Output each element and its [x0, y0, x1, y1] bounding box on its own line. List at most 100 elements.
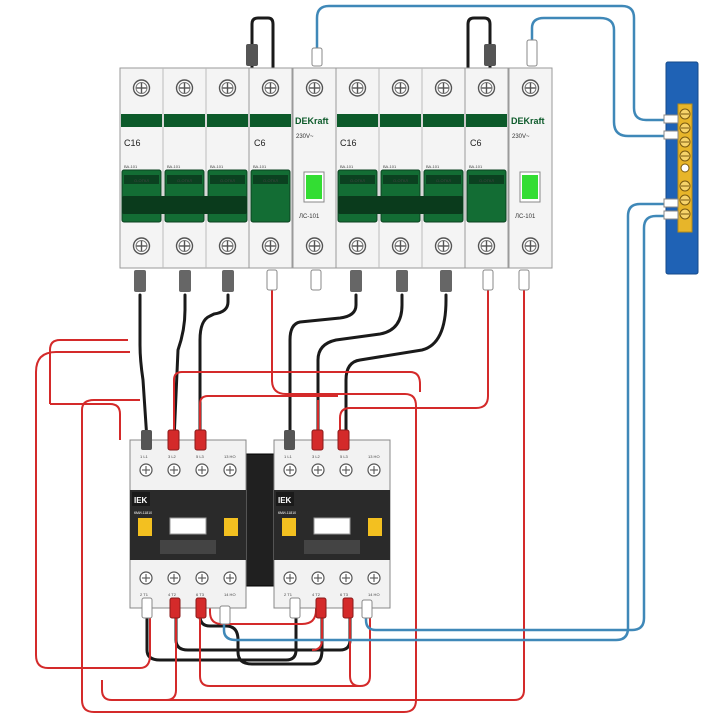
red-wire — [199, 395, 338, 440]
terminal-screw-icon — [175, 237, 194, 255]
contactor-plunger — [313, 517, 351, 535]
breaker-model: ВА-101 — [469, 164, 483, 169]
brand-name: DEKraft — [339, 116, 373, 126]
ferrule — [350, 270, 362, 292]
indicator-voltage: 230V~ — [512, 134, 530, 140]
indicator-model: ЛС-101 — [515, 214, 536, 220]
black-wire — [344, 293, 448, 442]
terminal-label: 1 L1 — [284, 454, 293, 459]
red-wire — [50, 403, 121, 440]
terminal-screw-icon — [367, 463, 381, 477]
red-wire — [35, 372, 151, 669]
terminal-label: 14 НО — [224, 592, 236, 597]
brand-name: DEKraft — [511, 116, 545, 126]
indicator-lamp: DEKraft 230V~ ЛС-101 — [508, 67, 553, 269]
black-wire — [288, 293, 358, 442]
switch-label: О-ОТКЛ — [436, 178, 451, 183]
switch-label: О-ОТКЛ — [350, 178, 365, 183]
terminal-screw-icon — [283, 571, 297, 585]
device-body — [248, 67, 293, 269]
black-wire — [145, 590, 298, 662]
terminal-label: 4 T2 — [312, 592, 321, 597]
blue-wires — [222, 4, 676, 642]
breaker-model: ВА-101 — [340, 164, 354, 169]
brand-name: DEKraft — [468, 116, 502, 126]
brand-bar — [423, 114, 464, 127]
terminal-screw-icon — [167, 463, 181, 477]
contactor-model: КМИ-11810 — [134, 511, 152, 515]
terminal-screw-icon — [521, 237, 540, 255]
terminal-screw-icon — [434, 237, 453, 255]
busbar-tips — [663, 114, 679, 220]
terminal-screw-icon — [167, 571, 181, 585]
black-wire — [466, 16, 492, 70]
terminal-label: 6 T3 — [196, 592, 205, 597]
terminal-label: 2 T1 — [140, 592, 149, 597]
brand-bar — [337, 114, 378, 127]
terminal-label: 4 T2 — [168, 592, 177, 597]
blue-wire — [315, 4, 676, 122]
breaker-rating: C6 — [470, 138, 482, 148]
terminal-screw-icon — [175, 79, 194, 97]
switch-label: О-ОТКЛ — [220, 178, 235, 183]
breaker-model: ВА-101 — [383, 164, 397, 169]
black-wire — [198, 293, 230, 442]
terminal-screw-icon — [261, 79, 280, 97]
brand-bar — [250, 114, 291, 127]
terminal-screw-icon — [477, 237, 496, 255]
status-window — [224, 518, 238, 536]
red-wires — [35, 285, 525, 713]
terminal-screw-icon — [218, 79, 237, 97]
ferrule — [663, 210, 679, 220]
busbar-hole — [680, 163, 690, 173]
terminal-screw-icon — [223, 463, 237, 477]
ferrule — [134, 270, 146, 292]
ferrule — [361, 599, 373, 619]
contactor-plunger — [169, 517, 207, 535]
terminal-screw-icon — [311, 463, 325, 477]
handle-tie-bar — [338, 196, 463, 214]
terminal-label: 1 L1 — [140, 454, 149, 459]
black-wire — [316, 293, 404, 442]
device-body — [335, 67, 466, 269]
terminal-screw-icon — [139, 571, 153, 585]
terminal-label: 5 L3 — [196, 454, 205, 459]
black-wire — [138, 293, 149, 442]
ferrule — [179, 270, 191, 292]
ferrule — [284, 430, 295, 450]
red-wire — [199, 592, 371, 687]
terminal-screw-icon — [139, 463, 153, 477]
breaker-model: ВА-101 — [253, 164, 267, 169]
terminal-screw-icon — [521, 79, 540, 97]
terminal-screw-icon — [223, 571, 237, 585]
ferrule — [482, 269, 494, 291]
ferrule — [222, 270, 234, 292]
device-body — [119, 67, 250, 269]
device-body — [508, 67, 553, 269]
terminal-screw-icon — [218, 237, 237, 255]
ferrule — [526, 39, 538, 67]
red-wire — [49, 339, 128, 351]
device-body — [464, 67, 509, 269]
device-body — [292, 67, 337, 269]
red-wire — [173, 371, 421, 440]
terminal-screw-icon — [391, 79, 410, 97]
terminal-screw-icon — [477, 79, 496, 97]
contactor-ferrules — [141, 429, 373, 625]
red-wire — [339, 285, 489, 440]
ferrule — [246, 44, 258, 66]
terminal-label: 13 НО — [224, 454, 236, 459]
indicator-light-icon — [306, 175, 322, 199]
black-wire — [250, 16, 275, 70]
switch-label: О-ОТКЛ — [393, 178, 408, 183]
terminal-screw-icon — [195, 463, 209, 477]
ferrule — [518, 269, 530, 291]
bottom-ferrules — [134, 269, 530, 292]
ferrule — [663, 130, 679, 140]
